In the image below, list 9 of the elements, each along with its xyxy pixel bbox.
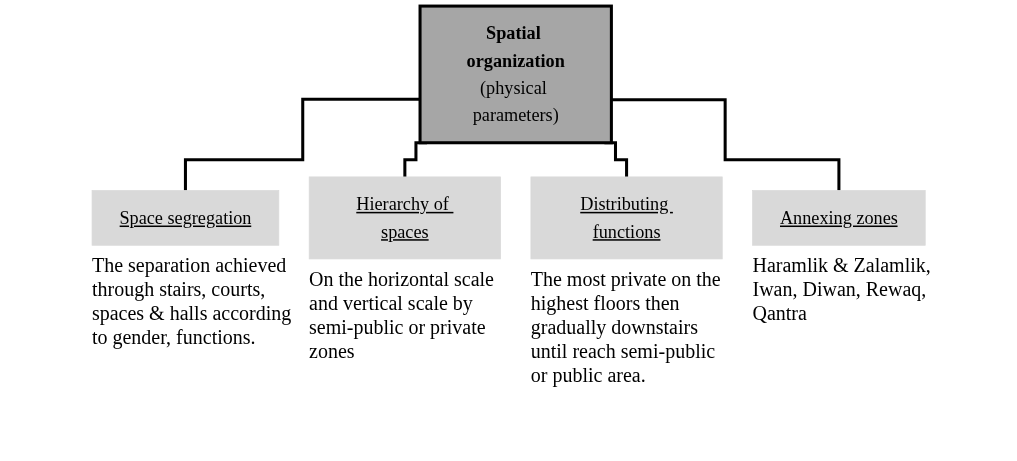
node-box: Annexing zones [752, 190, 926, 246]
description-text: The most private on the highest floors then gradually downstairs until reach semi-public or public area. [530, 266, 722, 387]
node-box: Space segregation [91, 190, 280, 246]
description-text: The separation achieved through stairs, courts, spaces & halls according to gender, functions. [91, 253, 292, 350]
description-text: Haramlik & Zalamlik, Iwan, Diwan, Rewaq, Qantra [752, 253, 932, 326]
node-box: Spatial organization (physical parameters) [418, 4, 613, 145]
node-box: Distributing functions [530, 176, 723, 260]
node-box: Hierarchy of spaces [308, 176, 501, 260]
description-text: On the horizontal scale and vertical scale by semi-public or private zones [309, 266, 495, 363]
